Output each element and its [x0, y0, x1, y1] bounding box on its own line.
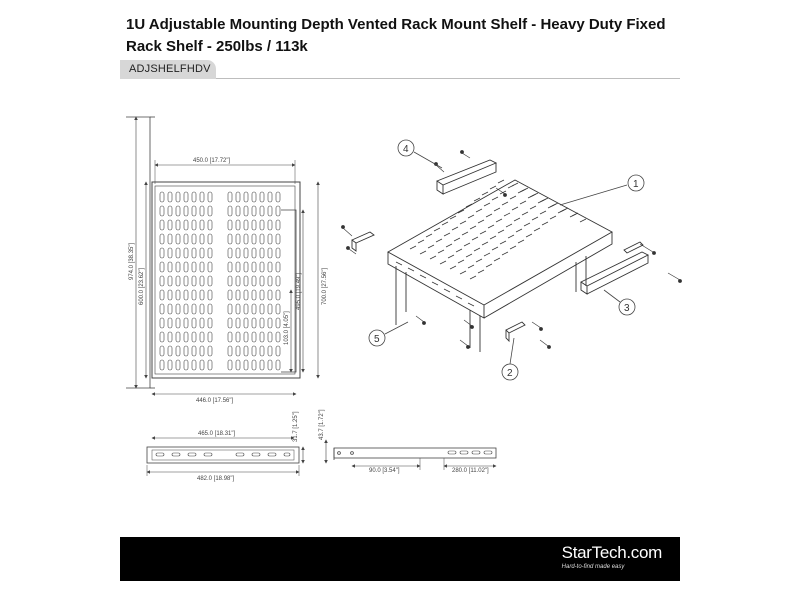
dim-front-inner-width: 465.0 [18.31"] — [198, 431, 235, 437]
front-view — [146, 436, 305, 476]
dim-adjust-495: 495.0 [19.49"] — [296, 273, 302, 310]
callout-2: 2 — [501, 337, 519, 381]
sku-tab: ADJSHELFHDV — [120, 60, 216, 79]
side-view — [324, 439, 497, 470]
dim-side-height: 43.7 [1.72"] — [319, 409, 325, 440]
callout-4: 4 — [397, 139, 443, 169]
vent-slots — [159, 191, 281, 371]
svg-text:1: 1 — [633, 179, 639, 190]
dim-front-height: 31.7 [1.25"] — [293, 411, 299, 442]
side-view-labels: 43.7 [1.72"] 90.0 [3.54"] 280.0 [11.02"] — [319, 409, 489, 474]
dim-max-depth: 974.0 [38.35"] — [129, 243, 135, 280]
startech-logo: StarTech.com Hard-to-find made easy — [561, 543, 663, 570]
dim-depth-600: 600.0 [23.62"] — [139, 268, 145, 305]
isometric-view — [341, 150, 682, 352]
top-view-labels: 450.0 [17.72"] 446.0 [17.56"] 974.0 [38.… — [129, 158, 328, 404]
dim-depth-700: 700.0 [27.56"] — [322, 268, 328, 305]
callout-1: 1 — [559, 174, 645, 206]
svg-text:3: 3 — [624, 303, 630, 314]
brand-name: StarTech.com — [561, 543, 663, 562]
svg-text:2: 2 — [507, 368, 513, 379]
callout-3: 3 — [603, 289, 636, 316]
front-view-labels: 465.0 [18.31"] 482.0 [18.98"] 31.7 [1.25… — [197, 411, 299, 482]
dim-overall-width: 450.0 [17.72"] — [193, 158, 230, 164]
top-view — [126, 116, 320, 396]
svg-text:5: 5 — [374, 334, 380, 345]
brand-footer: StarTech.com Hard-to-find made easy — [120, 537, 680, 581]
dim-front-outer-width: 482.0 [18.98"] — [197, 476, 234, 482]
dim-adjust-103: 103.0 [4.05"] — [284, 311, 290, 345]
brand-tagline: Hard-to-find made easy — [561, 564, 625, 570]
dim-side-offset: 90.0 [3.54"] — [369, 468, 400, 474]
callout-5: 5 — [368, 321, 409, 347]
callouts: 1 2 3 4 5 — [368, 139, 645, 381]
svg-text:4: 4 — [403, 144, 409, 155]
dim-inner-width: 446.0 [17.56"] — [196, 398, 233, 404]
header-divider — [216, 78, 680, 79]
product-title: 1U Adjustable Mounting Depth Vented Rack… — [126, 16, 666, 55]
dim-side-slot-length: 280.0 [11.02"] — [452, 468, 489, 474]
